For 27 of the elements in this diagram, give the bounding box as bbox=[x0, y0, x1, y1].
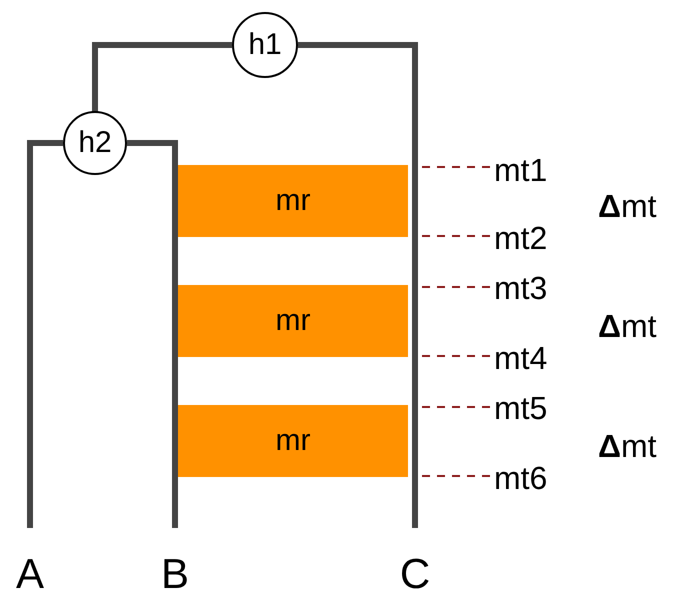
tree-branch bbox=[27, 140, 63, 528]
tree-branch bbox=[127, 140, 178, 528]
tree-branch bbox=[298, 42, 418, 528]
leader-line bbox=[420, 166, 490, 168]
leader-line bbox=[420, 286, 490, 288]
time-label: mt6 bbox=[494, 460, 564, 496]
time-label: mt4 bbox=[494, 340, 564, 376]
leader-line bbox=[420, 475, 490, 477]
leaf-label: A bbox=[10, 550, 50, 598]
time-label: mt5 bbox=[494, 390, 564, 426]
leader-line bbox=[420, 235, 490, 237]
node-circle: h2 bbox=[63, 111, 127, 175]
time-label: mt3 bbox=[494, 270, 564, 306]
time-label: mt2 bbox=[494, 220, 564, 256]
time-label: mt1 bbox=[494, 152, 564, 188]
node-circle: h1 bbox=[232, 12, 298, 78]
migration-band: mr bbox=[178, 285, 408, 357]
leaf-label: B bbox=[155, 550, 195, 598]
leaf-label: C bbox=[395, 550, 435, 598]
interval-label: Δmt bbox=[598, 428, 657, 465]
interval-label: Δmt bbox=[598, 188, 657, 225]
migration-band: mr bbox=[178, 405, 408, 477]
migration-band: mr bbox=[178, 165, 408, 237]
tree-branch bbox=[92, 42, 232, 112]
interval-label: Δmt bbox=[598, 308, 657, 345]
leader-line bbox=[420, 355, 490, 357]
leader-line bbox=[420, 406, 490, 408]
